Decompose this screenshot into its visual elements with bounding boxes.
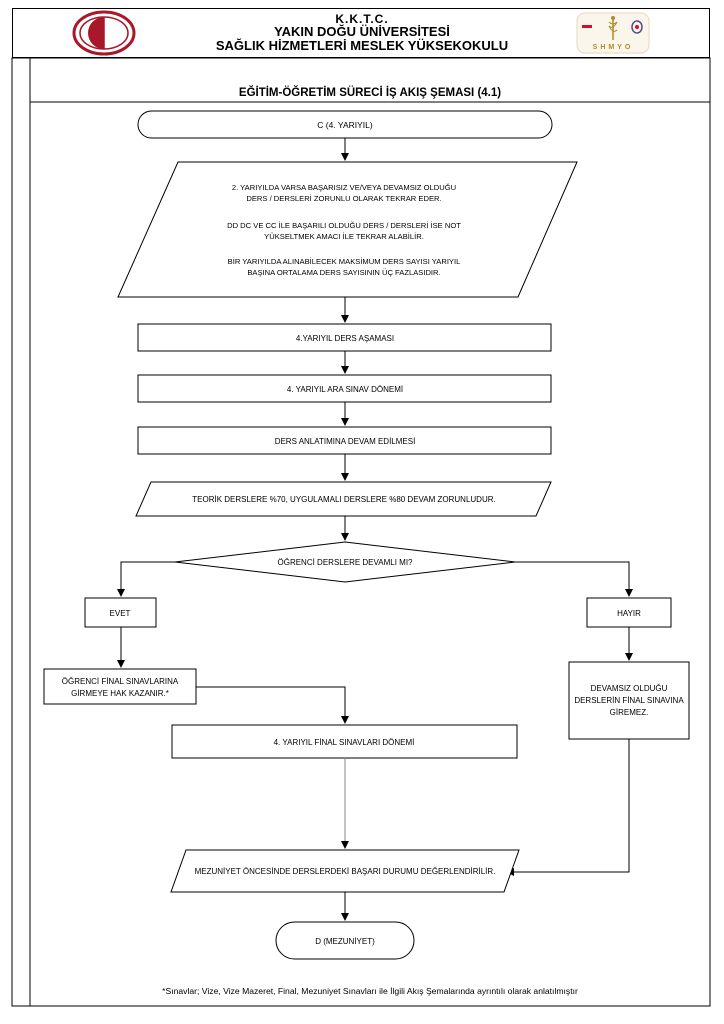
school-logo-text: SHMYO (593, 44, 634, 51)
yes-result-line-1: ÖĞRENCİ FİNAL SINAVLARINA (62, 677, 179, 686)
university-logo (72, 10, 136, 61)
no-result-line-2: DERSLERİN FİNAL SINAVINA (574, 696, 684, 705)
no-box (586, 597, 672, 628)
decision-label: ÖĞRENCİ DERSLERE DEVAMLI MI? (278, 558, 414, 567)
header-country: K.K.T.C. (335, 12, 389, 26)
header-school: SAĞLIK HİZMETLERİ MESLEK YÜKSEKOKULU (215, 38, 509, 53)
info-line-2: DERS / DERSLERİ ZORUNLU OLARAK TEKRAR ED… (246, 194, 441, 203)
connector-no-final (506, 739, 630, 876)
info-line-1: 2. YARIYILDA VARSA BAŞARISIZ VE/VEYA DEV… (232, 183, 456, 192)
yes-label: EVET (110, 609, 131, 618)
no-label: HAYIR (617, 609, 641, 618)
school-logo: SHMYO (576, 12, 650, 59)
header-university: YAKIN DOĞU ÜNİVERSİTESİ (274, 24, 450, 39)
content-frame (11, 57, 711, 1007)
final-step-box (171, 724, 518, 759)
graduation-eval-parallelogram (170, 849, 520, 893)
footnote: *Sınavlar; Vize, Vize Mazeret, Final, Me… (162, 986, 578, 996)
yes-box (84, 597, 157, 628)
no-result-box (568, 661, 690, 740)
courses-step-label: 4.YARIYIL DERS AŞAMASI (296, 334, 394, 343)
decision-diamond (174, 541, 516, 583)
start-label: C (4. YARIYIL) (317, 120, 373, 130)
info-line-8: BAŞINA ORTALAMA DERS SAYISININ ÜÇ FAZLAS… (247, 268, 440, 277)
info-line-4: DD DC VE CC İLE BAŞARILI OLDUĞU DERS / D… (227, 221, 461, 230)
attendance-rule-label: TEORİK DERSLERE %70, UYGULAMALI DERSLERE… (192, 495, 495, 504)
end-label: D (MEZUNİYET) (315, 937, 375, 946)
midterm-step-label: 4. YARIYIL ARA SINAV DÖNEMİ (287, 385, 403, 394)
courses-step-box (137, 323, 552, 352)
no-result-line-3: GİREMEZ. (610, 708, 649, 717)
yes-result-line-2: GİRMEYE HAK KAZANIR.* (71, 689, 169, 698)
info-parallelogram (117, 161, 578, 298)
graduation-eval-label: MEZUNİYET ÖNCESİNDE DERSLERDEKİ BAŞARI D… (195, 867, 496, 876)
end-terminator (275, 921, 415, 960)
attendance-rule-parallelogram (135, 481, 552, 517)
connector-yes-final (196, 686, 349, 724)
connector-yes (117, 561, 175, 597)
info-line-5: YÜKSELTMEK AMACI İLE TEKRAR ALABİLİR. (264, 232, 424, 241)
connector-no (515, 561, 633, 597)
attendance-step-label: DERS ANLATIMINA DEVAM EDİLMESİ (275, 437, 416, 446)
info-line-7: BİR YARIYILDA ALINABİLECEK MAKSİMUM DERS… (228, 257, 461, 266)
no-result-line-1: DEVAMSIZ OLDUĞU (591, 684, 668, 693)
final-step-label: 4. YARIYIL FİNAL SINAVLARI DÖNEMİ (274, 738, 415, 747)
attendance-step-box (137, 426, 552, 455)
yes-result-box (43, 668, 197, 705)
chart-title: EĞİTİM-ÖĞRETİM SÜRECİ İŞ AKIŞ ŞEMASI (4.… (239, 86, 501, 99)
